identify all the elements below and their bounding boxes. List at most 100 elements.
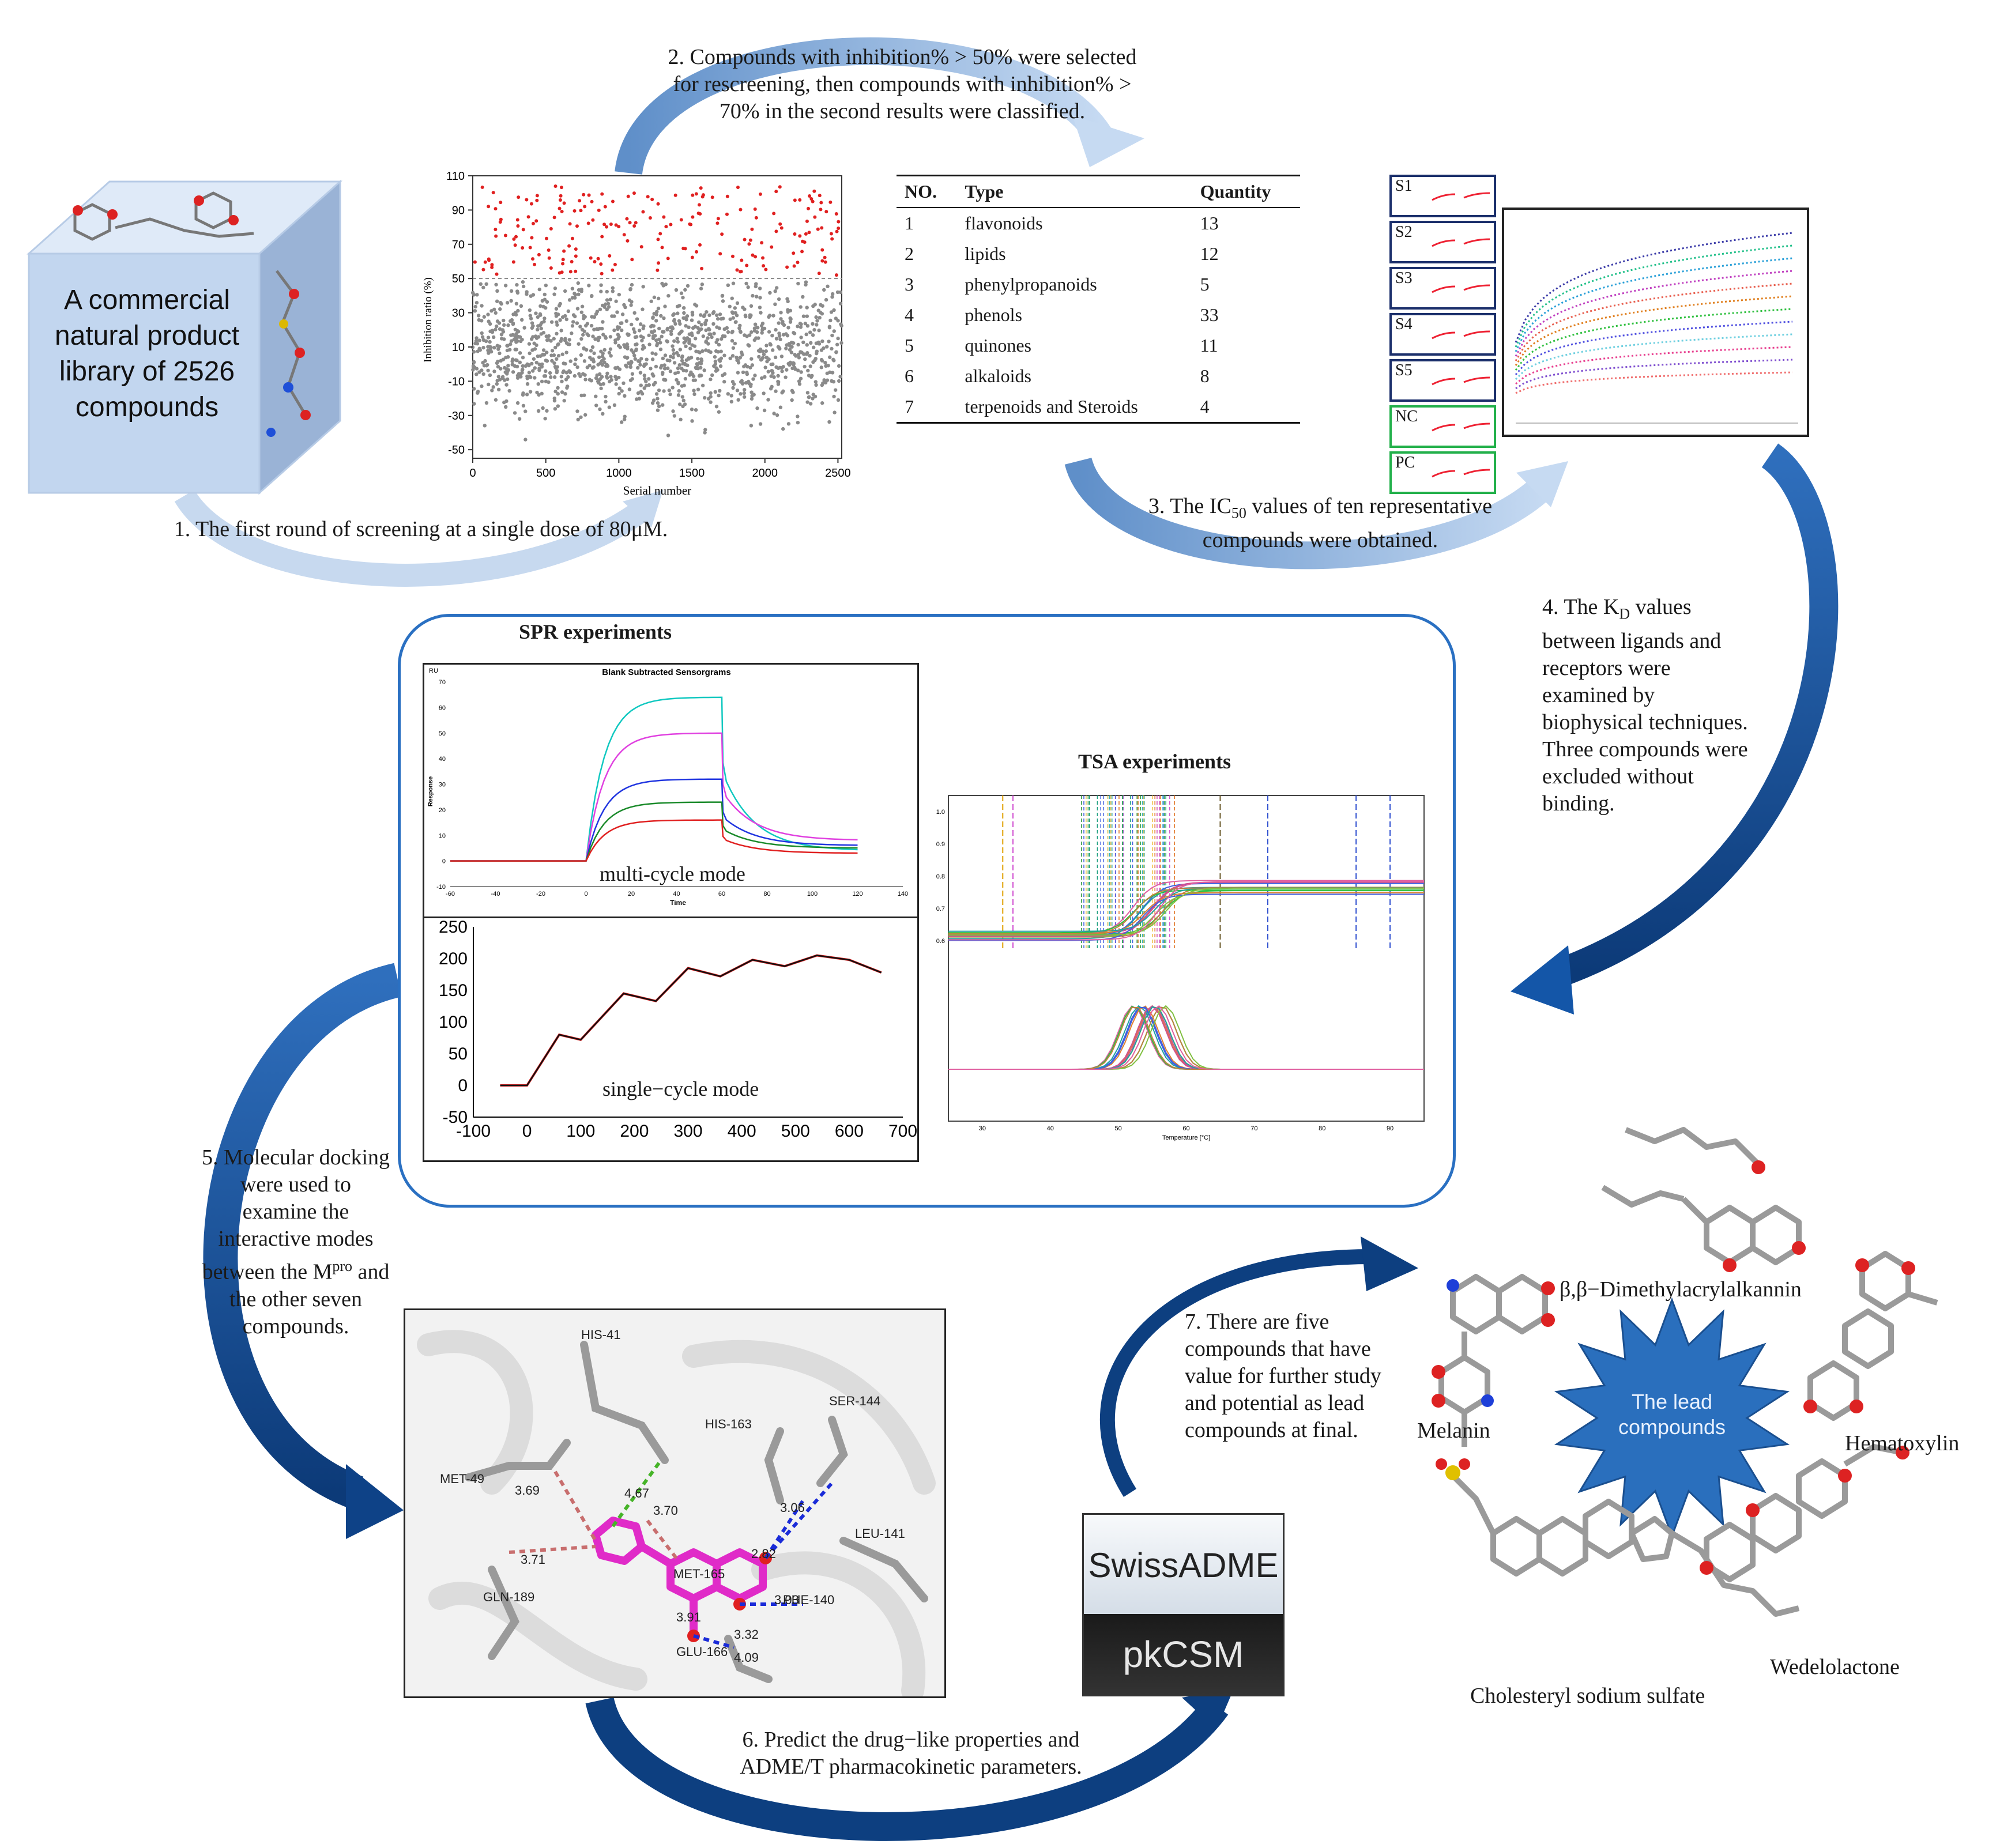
scatter-point [480,384,484,389]
ic50-panel-s4: S4 [1389,313,1496,356]
ic50-curve-plot [1502,208,1809,437]
scatter-point [614,299,618,303]
scatter-hit-point [511,260,515,264]
scatter-point [484,364,489,368]
scatter-ytick-label: 30 [452,307,465,320]
scatter-point [625,356,629,360]
scatter-xlabel: Serial number [623,484,691,497]
scatter-hit-point [545,236,548,240]
scatter-hit-point [561,258,565,262]
scatter-point [703,322,707,326]
scatter-point [487,382,491,387]
scatter-point [677,389,681,393]
scatter-point [754,295,759,299]
scatter-point [563,314,567,318]
scatter-point [781,427,785,431]
spr-multi-xtick: 100 [807,891,818,897]
scatter-point [661,356,665,361]
scatter-point [605,289,609,294]
scatter-point [511,312,515,316]
scatter-point [819,303,823,307]
scatter-point [642,345,646,350]
scatter-point [710,373,714,378]
scatter-point [737,326,741,330]
ic50-panel-curves [1432,469,1490,478]
scatter-point [561,370,565,375]
lead-molecules [1432,1127,1938,1617]
scatter-ytick-label: 70 [452,239,465,251]
spr-multi-ytick: 20 [439,807,446,814]
scatter-hit-point [521,228,525,232]
ic50-mini-curve [1432,378,1456,386]
spr-multi-ytick: 30 [439,782,446,789]
scatter-point [827,420,831,424]
scatter-point [589,294,594,299]
scatter-point [620,312,625,316]
scatter-hit-point [837,226,841,230]
scatter-point [525,393,529,397]
scatter-point [509,299,513,303]
scatter-ytick-label: -30 [448,410,465,423]
scatter-point [788,348,792,352]
scatter-point [521,280,525,284]
scatter-point [612,314,616,318]
scatter-point [514,312,518,317]
scatter-hit-point [691,215,695,219]
scatter-point [801,314,806,318]
scatter-point [709,391,713,395]
scatter-point [746,285,750,289]
scatter-point [619,420,624,424]
scatter-point [642,364,646,368]
scatter-point [528,390,533,394]
scatter-point [694,408,698,412]
tool-pkcsm: pkCSM [1082,1614,1285,1696]
scatter-point [697,329,702,333]
spr-single-ytick: 200 [439,949,468,968]
scatter-point [581,333,585,337]
scatter-point [774,337,779,341]
scatter-point [558,318,562,322]
scatter-point [696,387,700,391]
scatter-point [663,304,667,308]
spr-multi-xtick: -40 [491,891,500,897]
scatter-point [663,378,668,382]
spr-single-xtick: 300 [673,1122,702,1141]
scatter-point [817,329,821,333]
scatter-point [725,326,729,330]
scatter-point [534,311,538,315]
scatter-point [617,325,622,330]
scatter-hit-point [679,218,683,222]
scatter-hit-point [597,208,601,212]
scatter-point [642,324,646,329]
scatter-hit-point [535,194,539,198]
scatter-point [651,336,656,341]
scatter-point [748,365,752,369]
scatter-point [496,387,501,392]
scatter-hit-point [812,189,816,193]
scatter-point [481,372,485,376]
scatter-point [639,383,643,387]
scatter-hit-point [579,209,583,213]
scatter-point [756,326,760,330]
scatter-hit-point [583,205,587,209]
scatter-point [771,314,775,318]
scatter-point [630,377,634,381]
scatter-hit-point [748,238,752,242]
scatter-point [564,317,568,322]
scatter-point [826,284,830,289]
spr-multi-ytick: 40 [439,756,446,763]
scatter-point [769,374,773,378]
scatter-point [506,364,510,368]
scatter-point [527,363,531,368]
scatter-point [581,372,585,376]
scatter-hit-point [559,186,563,190]
scatter-hit-point [664,225,668,229]
scatter-point [819,365,823,369]
scatter-point [763,375,767,379]
scatter-point [822,346,826,350]
scatter-point [760,357,764,361]
scatter-point [838,290,843,295]
cell-type: phenols [965,304,1022,325]
scatter-point [781,389,785,393]
scatter-point [555,320,559,325]
